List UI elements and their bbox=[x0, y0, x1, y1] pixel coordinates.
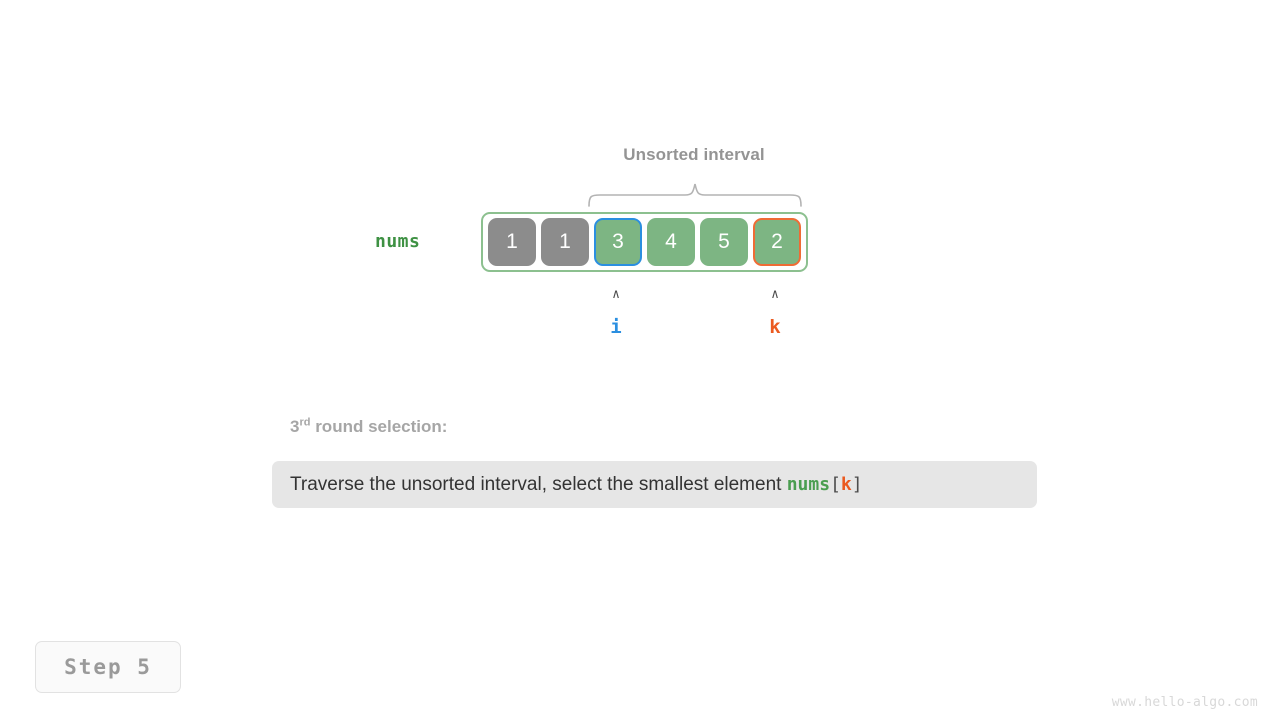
array-cell: 4 bbox=[647, 218, 695, 266]
array-cell: 1 bbox=[541, 218, 589, 266]
array-container: 1 1 3 4 5 2 bbox=[481, 212, 808, 272]
array-name-label: nums bbox=[375, 231, 421, 252]
pointer-i-label: i bbox=[610, 316, 622, 338]
watermark: www.hello-algo.com bbox=[1111, 695, 1258, 710]
array-cell-value: 5 bbox=[718, 230, 730, 253]
caret-up-icon: ∧ bbox=[612, 287, 620, 302]
description-text: Traverse the unsorted interval, select t… bbox=[290, 474, 863, 496]
array-cell-pointer-i: 3 bbox=[594, 218, 642, 266]
array-cell-value: 1 bbox=[506, 230, 518, 253]
pointer-k: ∧ k bbox=[745, 288, 805, 338]
array-cell-value: 2 bbox=[771, 230, 783, 253]
array-cell-value: 1 bbox=[559, 230, 571, 253]
description-code-k: k bbox=[840, 473, 852, 495]
description-bracket-open: [ bbox=[830, 473, 841, 495]
round-title: 3rd round selection: bbox=[290, 417, 447, 437]
round-title-rest: round selection: bbox=[310, 417, 448, 436]
unsorted-interval-label: Unsorted interval bbox=[623, 145, 765, 164]
pointer-k-label: k bbox=[769, 316, 781, 338]
step-badge-label: Step 5 bbox=[64, 655, 152, 679]
array-cell: 5 bbox=[700, 218, 748, 266]
array-cell-value: 4 bbox=[665, 230, 677, 253]
pointer-i: ∧ i bbox=[586, 288, 646, 338]
round-number: 3 bbox=[290, 417, 300, 436]
step-badge: Step 5 bbox=[35, 641, 181, 693]
description-prefix: Traverse the unsorted interval, select t… bbox=[290, 473, 787, 495]
description-code-nums: nums bbox=[786, 473, 831, 495]
round-ordinal-suffix: rd bbox=[299, 416, 311, 429]
array-cell-pointer-k: 2 bbox=[753, 218, 801, 266]
array-cell-value: 3 bbox=[612, 230, 624, 253]
caret-up-icon: ∧ bbox=[771, 287, 779, 302]
unsorted-interval-brace bbox=[588, 178, 802, 208]
array-cell: 1 bbox=[488, 218, 536, 266]
description-box: Traverse the unsorted interval, select t… bbox=[272, 461, 1037, 508]
description-bracket-close: ] bbox=[851, 473, 863, 495]
